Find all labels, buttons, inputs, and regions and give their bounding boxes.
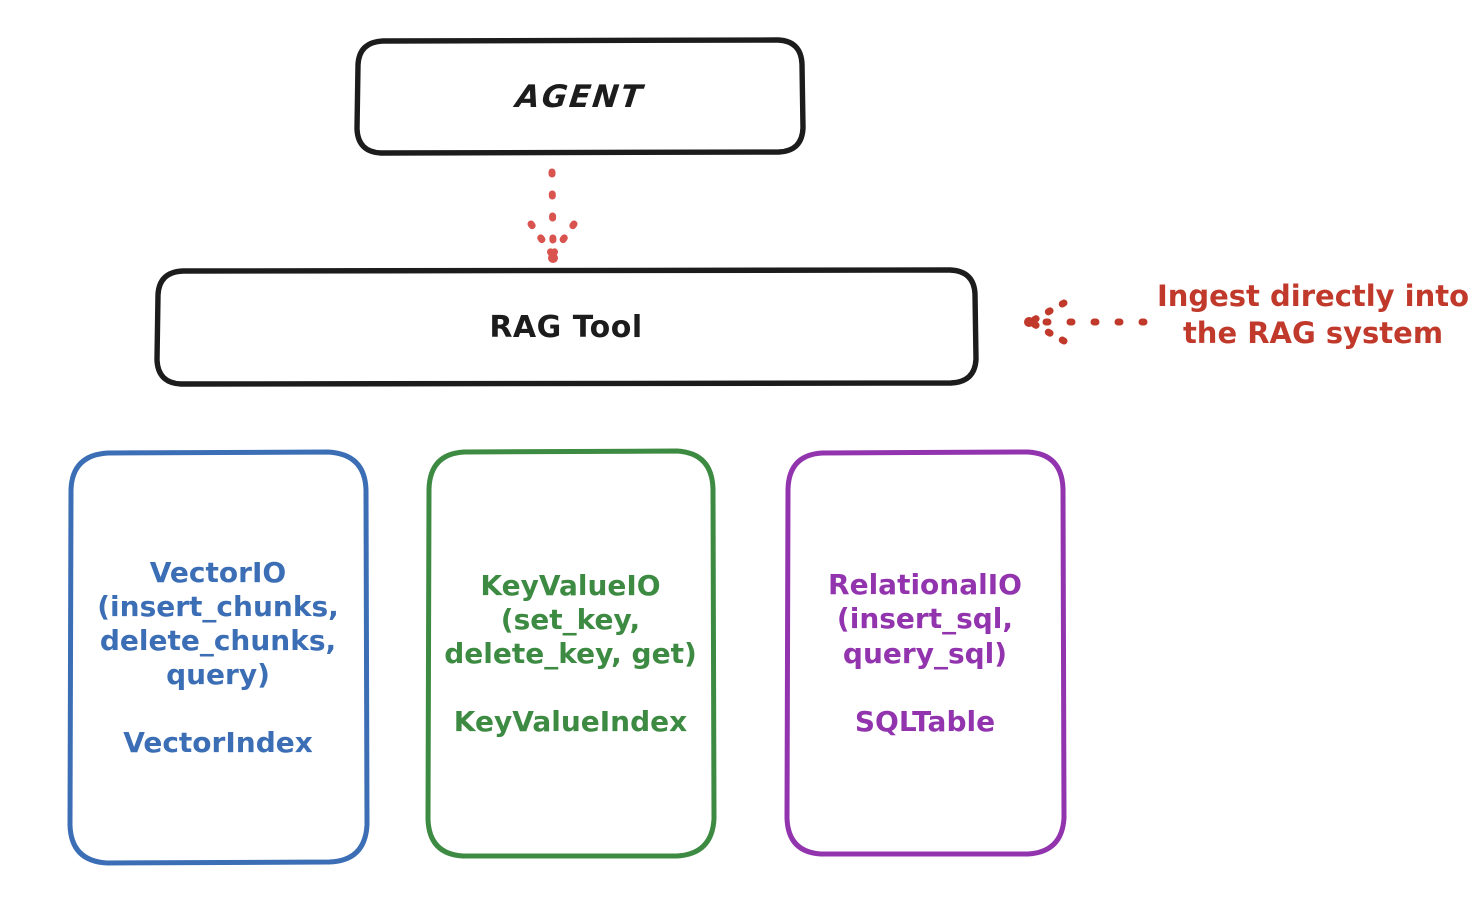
vector-io-api-label: VectorIO (insert_chunks, delete_chunks, … (97, 555, 339, 692)
ingest-to-ragtool-arrow (1024, 299, 1148, 345)
vector-io-box-outline[interactable] (67, 449, 370, 866)
vector-index-label: VectorIndex (123, 726, 313, 760)
keyvalue-io-api-label: KeyValueIO (set_key, delete_key, get) (444, 568, 697, 671)
ingest-annotation-text: Ingest directly into the RAG system (1156, 279, 1470, 351)
relational-io-api-label: RelationalIO (insert_sql, query_sql) (828, 568, 1022, 670)
vector-io-node[interactable]: VectorIO (insert_chunks, delete_chunks, … (70, 452, 366, 863)
rag-tool-node[interactable]: RAG Tool (157, 270, 975, 384)
keyvalue-io-box-outline[interactable] (425, 448, 717, 859)
relational-io-node[interactable]: RelationalIO (insert_sql, query_sql) SQL… (787, 452, 1063, 854)
agent-node[interactable]: AGENT (357, 40, 803, 153)
sql-table-label: SQLTable (854, 704, 996, 738)
keyvalue-io-node[interactable]: KeyValueIO (set_key, delete_key, get) Ke… (428, 451, 713, 856)
rag-tool-label: RAG Tool (489, 309, 643, 345)
agent-to-ragtool-arrow (527, 168, 578, 263)
relational-io-box-outline[interactable] (784, 449, 1067, 857)
agent-box-outline[interactable] (354, 37, 806, 156)
keyvalue-index-label: KeyValueIndex (453, 705, 688, 739)
agent-label: AGENT (513, 78, 647, 115)
rag-tool-box-outline[interactable] (154, 267, 979, 387)
